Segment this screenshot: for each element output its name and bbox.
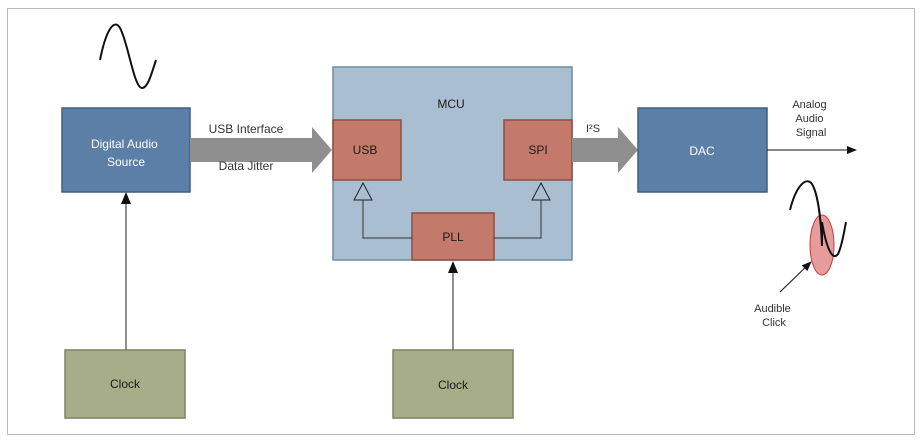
distorted-sine-wave bbox=[789, 180, 847, 257]
source-line-2: Source bbox=[107, 155, 145, 169]
pll-label: PLL bbox=[442, 230, 464, 244]
dac-label: DAC bbox=[689, 144, 715, 158]
click-line-1: Audible bbox=[754, 303, 791, 315]
usb-label: USB bbox=[353, 143, 378, 157]
usb-block bbox=[332, 119, 402, 181]
source-line-1: Digital Audio bbox=[91, 137, 158, 151]
analog-line-3: Signal bbox=[796, 127, 827, 139]
audible-click-arrow bbox=[779, 261, 812, 293]
dac-block bbox=[637, 107, 768, 193]
clock-center-label: Clock bbox=[438, 378, 469, 392]
i2s-arrow bbox=[572, 127, 638, 173]
usb-interface-label: USB Interface bbox=[209, 122, 284, 136]
spi-label: SPI bbox=[528, 143, 547, 157]
analog-audio-signal-label: Analog Audio Signal bbox=[792, 99, 829, 139]
mcu-label: MCU bbox=[437, 97, 464, 111]
clock-left-label: Clock bbox=[110, 377, 141, 391]
audible-click-label: Audible Click bbox=[754, 303, 794, 329]
pll-block bbox=[411, 212, 495, 261]
analog-line-1: Analog bbox=[792, 99, 826, 111]
data-jitter-label: Data Jitter bbox=[219, 159, 274, 173]
i2s-label: I²S bbox=[586, 123, 600, 135]
pll-to-usb-line bbox=[362, 200, 412, 239]
pll-to-spi-line bbox=[494, 200, 542, 239]
spi-clock-triangle bbox=[531, 181, 551, 201]
clock-arrowhead-left bbox=[121, 192, 131, 204]
clock-center-block bbox=[392, 349, 514, 419]
usb-clock-triangle bbox=[353, 181, 373, 201]
spi-block bbox=[503, 119, 573, 181]
usb-data-arrow bbox=[190, 127, 332, 173]
sine-wave-source bbox=[99, 23, 157, 90]
clock-arrowhead-center bbox=[448, 261, 458, 273]
click-line-2: Click bbox=[762, 317, 786, 329]
clock-left-block bbox=[64, 349, 186, 419]
diagram-frame bbox=[7, 8, 915, 435]
digital-audio-source-label: Digital Audio Source bbox=[91, 137, 161, 169]
analog-line-2: Audio bbox=[795, 113, 823, 125]
